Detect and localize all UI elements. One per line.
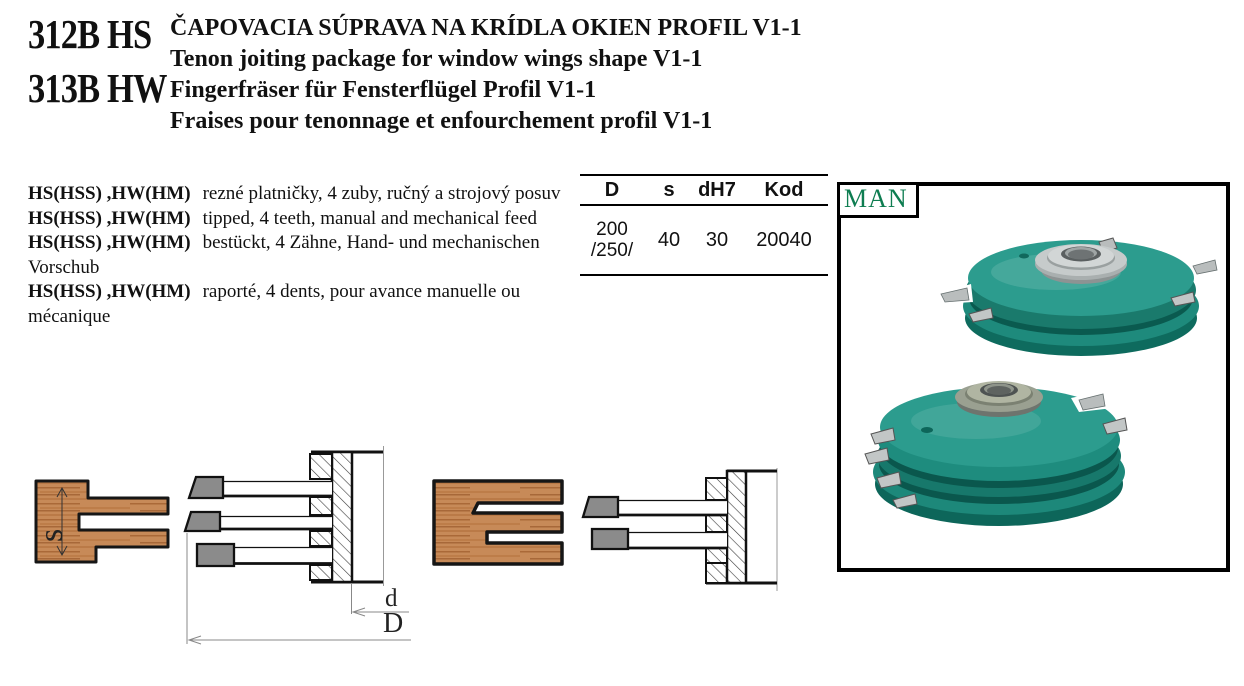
table-data-row: 200 /250/ 40 30 20040 bbox=[580, 206, 828, 274]
title-french: Fraises pour tenonnage et enfourchement … bbox=[170, 108, 713, 134]
cutter-tip bbox=[590, 527, 630, 551]
cutter-section-2 bbox=[581, 468, 778, 591]
photo-panel: MAN bbox=[837, 182, 1230, 572]
col-header-D: D bbox=[604, 178, 620, 201]
bearing-bottom bbox=[955, 381, 1043, 417]
spec-table: D s dH7 Kod 200 /250/ 40 30 20040 bbox=[580, 174, 828, 276]
cutter-photo-bottom bbox=[864, 381, 1128, 526]
cutter-section-1 bbox=[183, 446, 384, 586]
bearing-top bbox=[1035, 244, 1127, 284]
cutter-photo-top bbox=[935, 237, 1226, 356]
description-prefix: HS(HSS) ,HW(HM) bbox=[28, 232, 191, 254]
description-item-de: HS(HSS) ,HW(HM)bestückt, 4 Zähne, Hand- … bbox=[28, 231, 584, 280]
title-slovak: ČAPOVACIA SÚPRAVA NA KRÍDLA OKIEN PROFIL… bbox=[170, 15, 802, 41]
cutter-tip bbox=[581, 495, 620, 519]
dimension-s: s bbox=[33, 486, 70, 557]
product-code-312b-hs: 312B HS bbox=[28, 11, 152, 57]
description-text: tipped, 4 teeth, manual and mechanical f… bbox=[202, 207, 538, 229]
table-rule-mid bbox=[580, 204, 828, 206]
description-prefix: HS(HSS) ,HW(HM) bbox=[28, 183, 191, 204]
wood-fork-profile bbox=[34, 479, 170, 564]
table-rule-bottom bbox=[580, 274, 828, 276]
dimension-D: D bbox=[186, 533, 411, 645]
cutter-tip bbox=[187, 475, 225, 500]
description-block: HS(HSS) ,HW(HM) rezné platničky, 4 zuby, … bbox=[28, 182, 584, 330]
dim-label-big-D: D bbox=[383, 608, 403, 639]
col-header-dH7: dH7 bbox=[698, 178, 736, 201]
cutter-tip bbox=[183, 510, 222, 533]
man-badge: MAN bbox=[837, 182, 919, 218]
cell-D-line2: /250/ bbox=[590, 240, 634, 261]
dim-label-d: d bbox=[385, 585, 398, 612]
description-item-en: HS(HSS) ,HW(HM) tipped, 4 teeth, manual a… bbox=[28, 207, 584, 232]
technical-drawings: s bbox=[33, 446, 778, 645]
title-german: Fingerfräser für Fensterflügel Profil V1… bbox=[170, 77, 597, 103]
col-header-s: s bbox=[663, 178, 675, 201]
description-text: bestückt, 4 Zähne, Hand- und mechanische… bbox=[28, 232, 540, 278]
hub-body bbox=[725, 469, 748, 585]
cell-D: 200 /250/ bbox=[580, 219, 644, 261]
description-prefix: HS(HSS) ,HW(HM) bbox=[28, 281, 191, 303]
description-item-fr: HS(HSS) ,HW(HM)raporté, 4 dents, pour av… bbox=[28, 280, 584, 329]
description-text: raporté, 4 dents, pour avance manuelle o… bbox=[28, 281, 521, 327]
cell-D-line1: 200 bbox=[596, 219, 628, 240]
table-header-row: D s dH7 Kod bbox=[580, 176, 828, 204]
cell-s: 40 bbox=[657, 228, 681, 251]
description-prefix: HS(HSS) ,HW(HM) bbox=[28, 207, 191, 229]
cutter-photos bbox=[864, 237, 1226, 526]
dim-label-s: s bbox=[33, 529, 70, 542]
dimension-d: d bbox=[351, 583, 409, 617]
title-block: ČAPOVACIA SÚPRAVA NA KRÍDLA OKIEN PROFIL… bbox=[170, 13, 830, 137]
product-code-313b-hw: 313B HW bbox=[28, 65, 167, 111]
wood-e-profile bbox=[432, 479, 564, 566]
cell-dH7: 30 bbox=[705, 228, 729, 251]
table-rule-top bbox=[580, 174, 828, 176]
cell-Kod: 20040 bbox=[756, 228, 812, 251]
description-item-sk: HS(HSS) ,HW(HM) rezné platničky, 4 zuby, … bbox=[28, 182, 584, 207]
col-header-Kod: Kod bbox=[764, 178, 804, 201]
description-text: rezné platničky, 4 zuby, ručný a strojov… bbox=[202, 183, 561, 204]
drawing-group-1: s bbox=[33, 446, 411, 645]
drawing-group-2 bbox=[432, 468, 778, 591]
title-english: Tenon joiting package for window wings s… bbox=[170, 46, 703, 72]
hub-body bbox=[330, 450, 354, 584]
cutter-tip bbox=[195, 542, 236, 568]
